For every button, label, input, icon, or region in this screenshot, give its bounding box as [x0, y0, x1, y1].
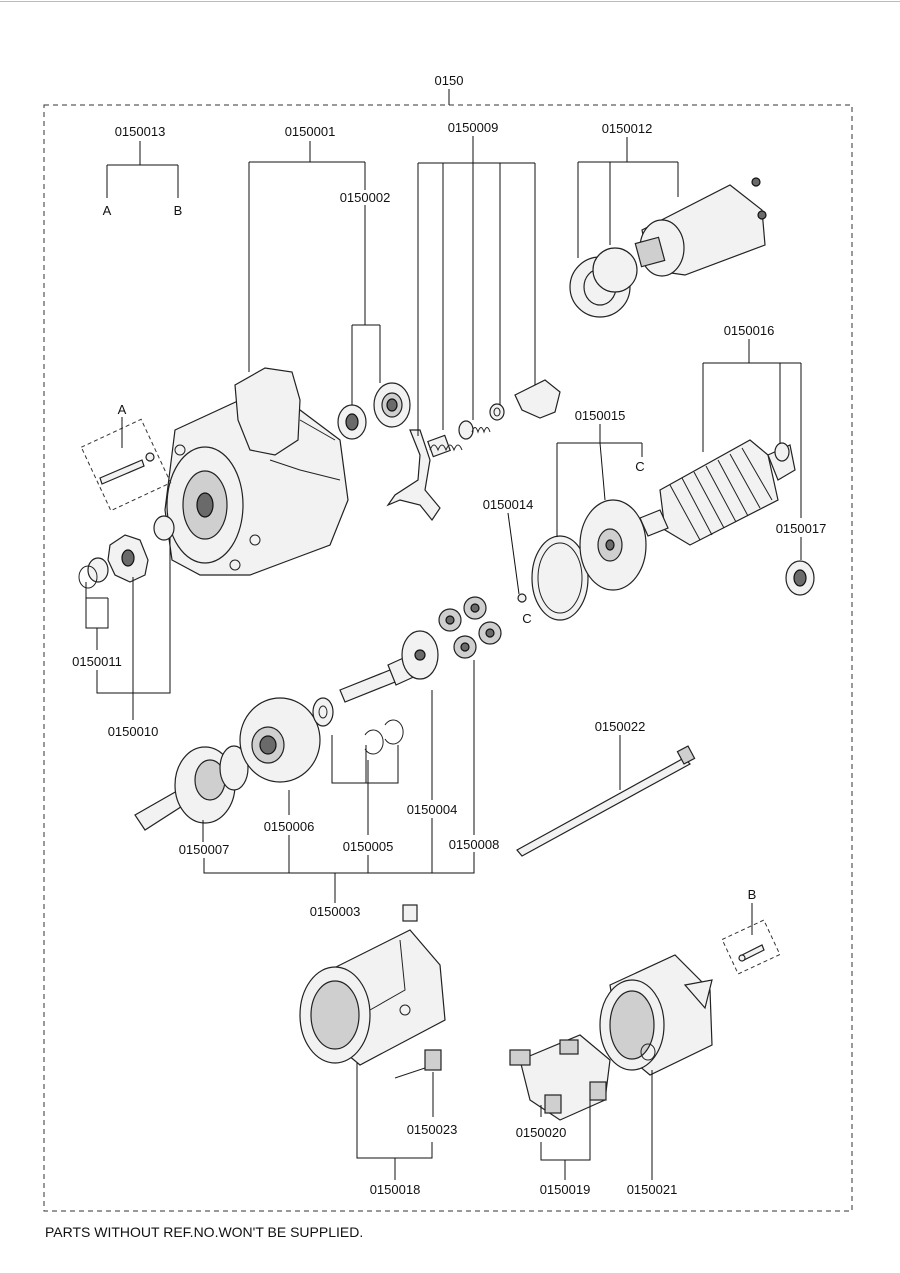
callout-0150014[interactable]: 0150014 [483, 497, 534, 512]
yoke-plate[interactable] [531, 499, 647, 621]
callout-0150021[interactable]: 0150021 [627, 1182, 678, 1197]
pinion-gear[interactable] [78, 515, 175, 589]
marker-c-bottom: C [522, 611, 531, 626]
callout-0150017[interactable]: 0150017 [776, 521, 827, 536]
brush-0150023[interactable] [394, 1049, 442, 1079]
callout-0150012[interactable]: 0150012 [602, 121, 653, 136]
callout-0150008[interactable]: 0150008 [449, 837, 500, 852]
clutch-housing-0150006[interactable] [239, 697, 321, 783]
callout-0150003[interactable]: 0150003 [310, 904, 361, 919]
marker-b-top: B [174, 203, 183, 218]
screw-a[interactable] [80, 418, 172, 512]
bearing-0150017[interactable] [785, 560, 815, 596]
callout-0150004[interactable]: 0150004 [407, 802, 458, 817]
callout-0150018[interactable]: 0150018 [370, 1182, 421, 1197]
washer-0150005[interactable] [312, 697, 404, 755]
armature[interactable] [639, 439, 796, 546]
screw-b[interactable] [721, 919, 781, 975]
callout-0150006[interactable]: 0150006 [264, 819, 315, 834]
planet-shaft-0150004[interactable] [339, 630, 439, 703]
marker-a-left: A [118, 402, 127, 417]
drive-housing[interactable] [164, 367, 349, 576]
steel-ball[interactable] [517, 593, 527, 603]
callout-0150019[interactable]: 0150019 [540, 1182, 591, 1197]
lever-set[interactable] [386, 379, 561, 522]
planet-gears-0150008[interactable] [438, 596, 502, 659]
marker-c-top: C [635, 459, 644, 474]
callout-0150005[interactable]: 0150005 [343, 839, 394, 854]
assembly-ref-label[interactable]: 0150 [435, 73, 464, 88]
callout-0150007[interactable]: 0150007 [179, 842, 230, 857]
solenoid-switch[interactable] [569, 177, 767, 318]
marker-a-top: A [103, 203, 112, 218]
field-frame[interactable] [299, 904, 446, 1066]
callout-0150009[interactable]: 0150009 [448, 120, 499, 135]
callout-0150016[interactable]: 0150016 [724, 323, 775, 338]
callout-0150001[interactable]: 0150001 [285, 124, 336, 139]
through-bolt[interactable] [516, 745, 696, 857]
brush-holder[interactable] [509, 1034, 611, 1121]
clutch-shaft[interactable] [134, 745, 249, 831]
callout-0150011[interactable]: 0150011 [72, 654, 122, 669]
callout-0150022[interactable]: 0150022 [595, 719, 646, 734]
bearing-0150002[interactable] [337, 382, 411, 440]
callout-0150015[interactable]: 0150015 [575, 408, 626, 423]
footer-note: PARTS WITHOUT REF.NO.WON'T BE SUPPLIED. [45, 1224, 364, 1240]
rear-cover[interactable] [599, 954, 713, 1076]
callout-0150013[interactable]: 0150013 [115, 124, 166, 139]
callout-0150002[interactable]: 0150002 [340, 190, 391, 205]
callout-0150010[interactable]: 0150010 [108, 724, 159, 739]
callout-0150023[interactable]: 0150023 [407, 1122, 458, 1137]
assembly-boundary [43, 104, 853, 1212]
marker-b-bottom: B [748, 887, 757, 902]
leader-lines [85, 136, 802, 1180]
callout-0150020[interactable]: 0150020 [516, 1125, 567, 1140]
